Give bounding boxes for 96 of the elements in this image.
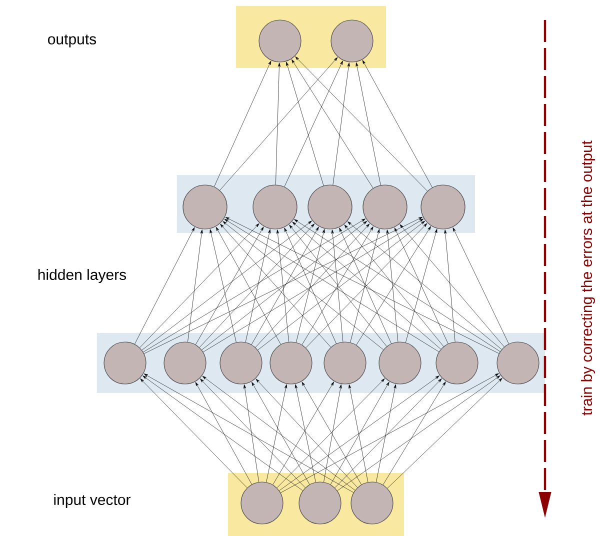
arrow — [289, 224, 387, 347]
arrow — [144, 216, 423, 354]
arrow — [210, 229, 236, 342]
arrow — [140, 378, 248, 488]
arrow — [266, 384, 288, 482]
arrow — [222, 221, 384, 350]
arrow — [294, 219, 500, 352]
neuron-circle — [378, 342, 422, 384]
arrow — [140, 223, 260, 348]
arrow — [376, 384, 396, 482]
arrow — [292, 59, 374, 188]
arrow — [276, 378, 385, 488]
arrow — [220, 224, 331, 348]
arrow — [386, 230, 398, 342]
arrow — [276, 62, 281, 185]
side-note: train by correcting the errors at the output — [581, 140, 595, 416]
arrow — [255, 224, 370, 348]
arrow — [256, 378, 358, 488]
arrow — [188, 230, 203, 342]
neuron-circle — [324, 342, 366, 384]
arrow — [356, 226, 431, 346]
arrow — [324, 384, 342, 482]
arrow — [348, 384, 368, 482]
neuron-circle — [436, 342, 478, 384]
neuron-circle — [362, 184, 408, 230]
arrow — [199, 224, 315, 348]
arrow — [362, 60, 432, 188]
arrow — [144, 374, 354, 493]
arrow — [258, 220, 426, 350]
arrow — [142, 376, 303, 491]
arrow — [350, 229, 380, 343]
arrow — [344, 224, 444, 347]
arrow — [280, 373, 499, 493]
neuron-circle — [182, 184, 228, 230]
arrow — [444, 230, 456, 342]
arrow — [330, 382, 390, 485]
arrow — [142, 220, 312, 350]
arrow — [452, 227, 509, 344]
arrow — [306, 223, 428, 348]
neuron-circle — [270, 342, 312, 384]
neuron-circle — [104, 342, 146, 384]
arrow — [216, 226, 281, 345]
arrow — [302, 382, 362, 485]
arrow — [276, 230, 289, 342]
arrow — [337, 375, 500, 491]
arrow — [347, 221, 502, 350]
arrow — [279, 376, 440, 491]
neuron-circle — [258, 20, 302, 62]
arrow — [387, 378, 502, 488]
neuron-circle — [252, 184, 298, 230]
arrow — [332, 62, 350, 186]
neuron-circle — [496, 342, 540, 384]
arrow — [225, 217, 500, 354]
neuron-circle — [330, 20, 374, 62]
neuron-circle — [240, 482, 284, 524]
arrow — [294, 384, 316, 482]
arrow — [252, 382, 310, 485]
arrow — [272, 382, 334, 485]
arrow — [134, 227, 195, 344]
neuron-circle — [308, 184, 352, 230]
arrow — [202, 220, 368, 350]
arrow — [202, 376, 356, 490]
arrow — [356, 62, 381, 186]
arrow — [214, 60, 272, 187]
layer-label: input vector — [54, 494, 130, 508]
arrow — [284, 60, 343, 187]
arrow — [203, 218, 424, 352]
arrow — [400, 224, 504, 347]
arrow — [302, 226, 374, 345]
arrow — [339, 228, 392, 344]
neuron-circle — [164, 342, 206, 384]
arrow — [394, 228, 448, 344]
arrow — [284, 228, 336, 344]
arrow — [331, 230, 344, 342]
arrow — [334, 378, 442, 488]
arrow — [143, 218, 366, 352]
arrow — [195, 226, 264, 345]
arrow — [251, 226, 319, 345]
neuron-circle — [420, 184, 466, 230]
arrow — [245, 229, 271, 342]
neuron-circle — [298, 482, 342, 524]
layer-label: hidden layers — [38, 269, 126, 283]
neuron-circle — [220, 342, 262, 384]
arrow — [200, 378, 306, 488]
arrow — [195, 382, 252, 485]
layer-label: outputs — [48, 34, 96, 48]
arrow — [405, 228, 438, 343]
arrow — [296, 229, 325, 343]
arrow — [295, 56, 428, 192]
arrow — [292, 222, 441, 350]
arrow — [220, 57, 338, 190]
arrow — [382, 382, 446, 485]
neuron-circle — [350, 482, 394, 524]
arrow — [286, 62, 324, 186]
arrow — [244, 384, 260, 482]
arrow — [224, 218, 440, 352]
